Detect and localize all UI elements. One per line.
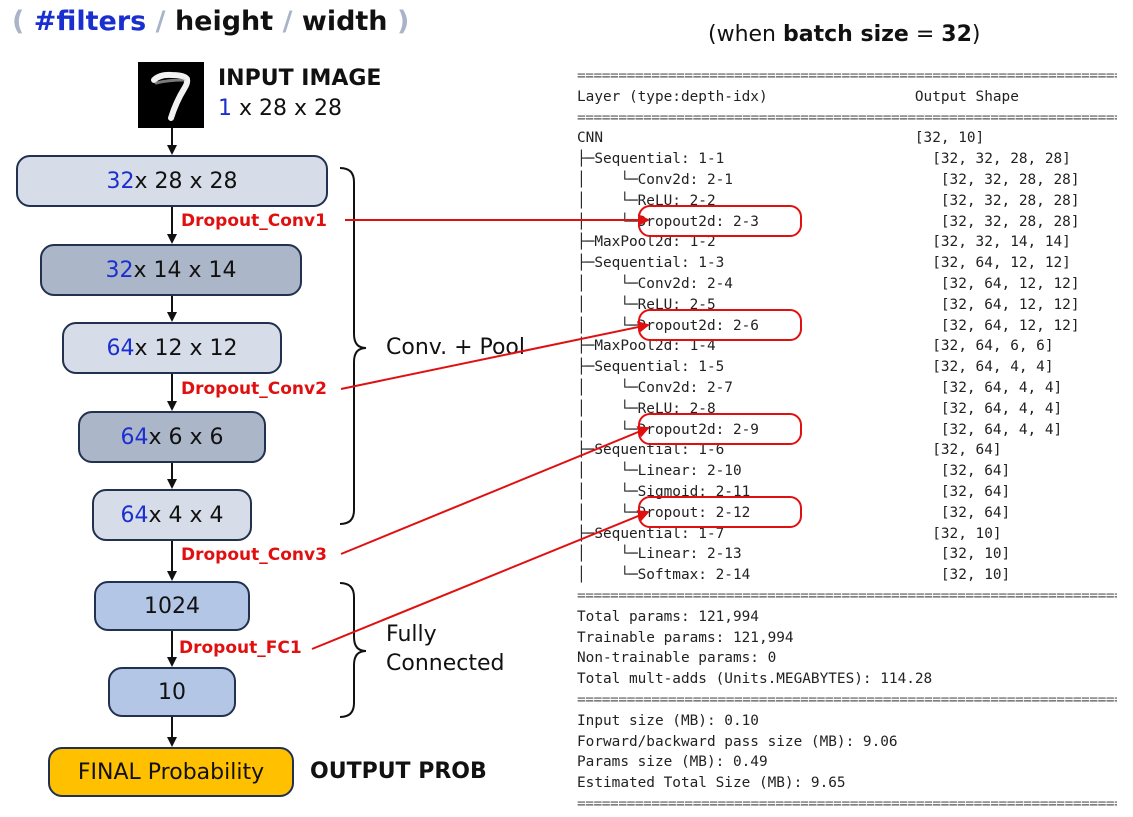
fc-brace xyxy=(339,582,367,718)
fc-group-label-line1: Fully xyxy=(386,622,437,647)
conv-pool-brace xyxy=(339,167,367,525)
fc-group-label: Fully Connected xyxy=(386,620,504,678)
summary-separator: ========================================… xyxy=(577,691,1117,708)
layer-box-fc2: 10 xyxy=(108,667,236,717)
summary-row: │ └─ReLU: 2-8 [32, 64, 4, 4] xyxy=(577,400,1063,417)
final-label: FINAL Probability xyxy=(77,759,265,785)
summary-stat: Input size (MB): 0.10 xyxy=(577,712,759,729)
legend-filters: #filters xyxy=(33,6,147,37)
legend-height: height xyxy=(174,6,274,37)
dropout-conv3-label: Dropout_Conv3 xyxy=(181,545,327,565)
batch-size-caption: (when batch size = 32) xyxy=(708,22,980,47)
dropout-conv2-label: Dropout_Conv2 xyxy=(181,379,327,399)
summary-header: Layer (type:depth-idx) Output Shape xyxy=(577,88,1019,105)
legend-slash-1: / xyxy=(155,6,166,37)
layer-filters: 64 xyxy=(120,424,149,450)
input-filters: 1 xyxy=(218,96,232,121)
summary-separator: ========================================… xyxy=(577,109,1117,126)
layer-dims: x 12 x 12 xyxy=(134,335,238,361)
caption-bold: batch size xyxy=(783,22,909,47)
summary-stat: Total mult-adds (Units.MEGABYTES): 114.2… xyxy=(577,671,933,688)
summary-row: │ └─Conv2d: 2-1 [32, 32, 28, 28] xyxy=(577,171,1080,188)
legend-open-paren: ( xyxy=(12,6,25,37)
dropout-conv2-connector xyxy=(340,321,650,390)
legend-slash-2: / xyxy=(282,6,293,37)
dimension-legend: ( #filters / height / width ) xyxy=(12,6,409,37)
summary-stat: Params size (MB): 0.49 xyxy=(577,754,768,771)
summary-stat: Forward/backward pass size (MB): 9.06 xyxy=(577,733,898,750)
layer-filters: 64 xyxy=(106,335,135,361)
dropout-conv1-label: Dropout_Conv1 xyxy=(181,211,327,231)
mnist-digit-image xyxy=(138,62,204,128)
summary-row: ├─Sequential: 1-5 [32, 64, 4, 4] xyxy=(577,359,1054,376)
summary-row: │ └─Conv2d: 2-4 [32, 64, 12, 12] xyxy=(577,275,1080,292)
layer-dims: x 6 x 6 xyxy=(148,424,224,450)
layer-box-pool1: 32 x 14 x 14 xyxy=(40,244,302,296)
legend-width: width xyxy=(301,6,388,37)
summary-stat: Trainable params: 121,994 xyxy=(577,629,794,646)
layer-dims: x 28 x 28 xyxy=(134,168,238,194)
final-probability-box: FINAL Probability xyxy=(48,747,294,797)
input-dims: x 28 x 28 xyxy=(232,96,342,121)
input-image-title: INPUT IMAGE xyxy=(218,66,382,91)
model-summary: ========================================… xyxy=(577,66,1117,815)
dropout-fc1-connector xyxy=(311,510,650,650)
layer-box-conv2: 64 x 12 x 12 xyxy=(62,322,282,374)
output-prob-label: OUTPUT PROB xyxy=(310,759,487,784)
summary-row: │ └─Linear: 2-10 [32, 64] xyxy=(577,463,1011,480)
dropout-fc1-label: Dropout_FC1 xyxy=(179,638,302,658)
caption-value: 32 xyxy=(941,22,972,47)
layer-filters: 32 xyxy=(105,257,134,283)
layer-dims: x 14 x 14 xyxy=(133,257,237,283)
layer-filters: 64 xyxy=(120,502,149,528)
summary-row: ├─MaxPool2d: 1-4 [32, 64, 6, 6] xyxy=(577,338,1054,355)
summary-row: CNN [32, 10] xyxy=(577,130,985,147)
summary-row: │ └─ReLU: 2-2 [32, 32, 28, 28] xyxy=(577,192,1080,209)
summary-stat: Estimated Total Size (MB): 9.65 xyxy=(577,775,846,792)
caption-eq: = xyxy=(908,22,942,47)
summary-row: │ └─Softmax: 2-14 [32, 10] xyxy=(577,567,1011,584)
summary-row: │ └─Sigmoid: 2-11 [32, 64] xyxy=(577,483,1011,500)
summary-row: ├─MaxPool2d: 1-2 [32, 32, 14, 14] xyxy=(577,234,1071,251)
layer-dims: x 4 x 4 xyxy=(148,502,224,528)
layer-box-fc1: 1024 xyxy=(94,581,250,631)
legend-close-paren: ) xyxy=(396,6,410,37)
summary-row: │ └─ReLU: 2-5 [32, 64, 12, 12] xyxy=(577,296,1080,313)
summary-row: │ └─Dropout2d: 2-9 [32, 64, 4, 4] xyxy=(577,421,1063,438)
caption-prefix: (when xyxy=(708,22,783,47)
summary-separator: ========================================… xyxy=(577,587,1117,604)
summary-row: ├─Sequential: 1-1 [32, 32, 28, 28] xyxy=(577,151,1071,168)
layer-units: 10 xyxy=(158,679,186,705)
summary-stat: Non-trainable params: 0 xyxy=(577,650,777,667)
summary-separator: ========================================… xyxy=(577,795,1117,812)
input-image-shape: 1 x 28 x 28 xyxy=(218,96,342,121)
layer-filters: 32 xyxy=(106,168,135,194)
summary-row: │ └─Linear: 2-13 [32, 10] xyxy=(577,546,1011,563)
layer-units: 1024 xyxy=(144,593,200,619)
fc-group-label-line2: Connected xyxy=(386,651,505,676)
dropout-conv3-connector xyxy=(340,426,650,555)
summary-separator: ========================================… xyxy=(577,68,1117,84)
summary-row: ├─Sequential: 1-3 [32, 64, 12, 12] xyxy=(577,255,1071,272)
layer-box-conv3: 64 x 4 x 4 xyxy=(92,489,252,541)
caption-suffix: ) xyxy=(971,22,981,47)
layer-box-pool2: 64 x 6 x 6 xyxy=(78,411,266,463)
layer-box-conv1: 32 x 28 x 28 xyxy=(16,155,328,207)
summary-row: │ └─Conv2d: 2-7 [32, 64, 4, 4] xyxy=(577,379,1063,396)
summary-stat: Total params: 121,994 xyxy=(577,608,759,625)
